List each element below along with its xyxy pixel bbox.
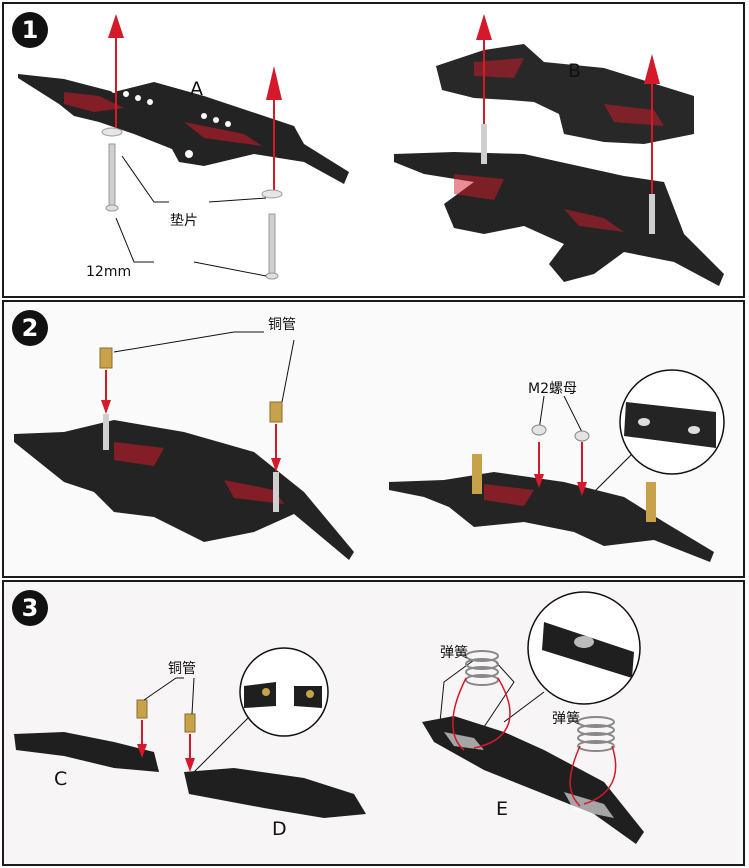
label-screw-length: 12mm — [86, 264, 132, 280]
step-1-panel: 1 — [2, 2, 745, 298]
step-3-zoom-left — [239, 647, 329, 737]
step-3-panel: 3 — [2, 580, 745, 866]
label-e: E — [496, 798, 509, 820]
lift-arrow-a — [108, 14, 282, 194]
label-a: A — [190, 78, 203, 100]
label-copper-tube-3: 铜管 — [168, 661, 196, 677]
step-1-illustration — [18, 14, 724, 286]
step-2-badge: 2 — [12, 310, 48, 346]
step-2-plate-right — [389, 424, 714, 562]
step-3-badge: 3 — [12, 590, 48, 626]
screws-and-washers — [101, 127, 283, 280]
plate-a — [18, 74, 349, 184]
label-copper-tube: 铜管 — [268, 317, 296, 333]
plate-d — [184, 768, 366, 818]
step-3-illustration — [14, 591, 644, 844]
label-b: B — [568, 60, 582, 82]
step-1-leaders — [115, 155, 267, 277]
step-3-leaders — [143, 659, 545, 773]
step-3-tubes — [136, 699, 196, 772]
label-spring-2: 弹簧 — [552, 711, 580, 727]
label-c: C — [54, 768, 68, 790]
step-2-plate-left — [14, 420, 354, 560]
plate-c — [14, 732, 159, 772]
step-3-zoom-right — [527, 591, 641, 705]
label-d: D — [272, 818, 287, 840]
step-2-tubes-left — [99, 347, 283, 512]
plate-b-top — [436, 44, 694, 144]
label-spring-1: 弹簧 — [440, 645, 468, 661]
step-2-illustration — [14, 331, 725, 562]
label-m2-nut: M2螺母 — [528, 381, 577, 397]
step-2-zoom-detail — [619, 369, 725, 475]
step-1-badge: 1 — [12, 12, 48, 48]
springs — [452, 650, 617, 807]
label-washer: 垫片 — [170, 213, 198, 229]
lift-arrow-b — [476, 14, 660, 234]
plate-b-base — [394, 152, 724, 286]
step-2-panel: 2 — [2, 300, 745, 578]
